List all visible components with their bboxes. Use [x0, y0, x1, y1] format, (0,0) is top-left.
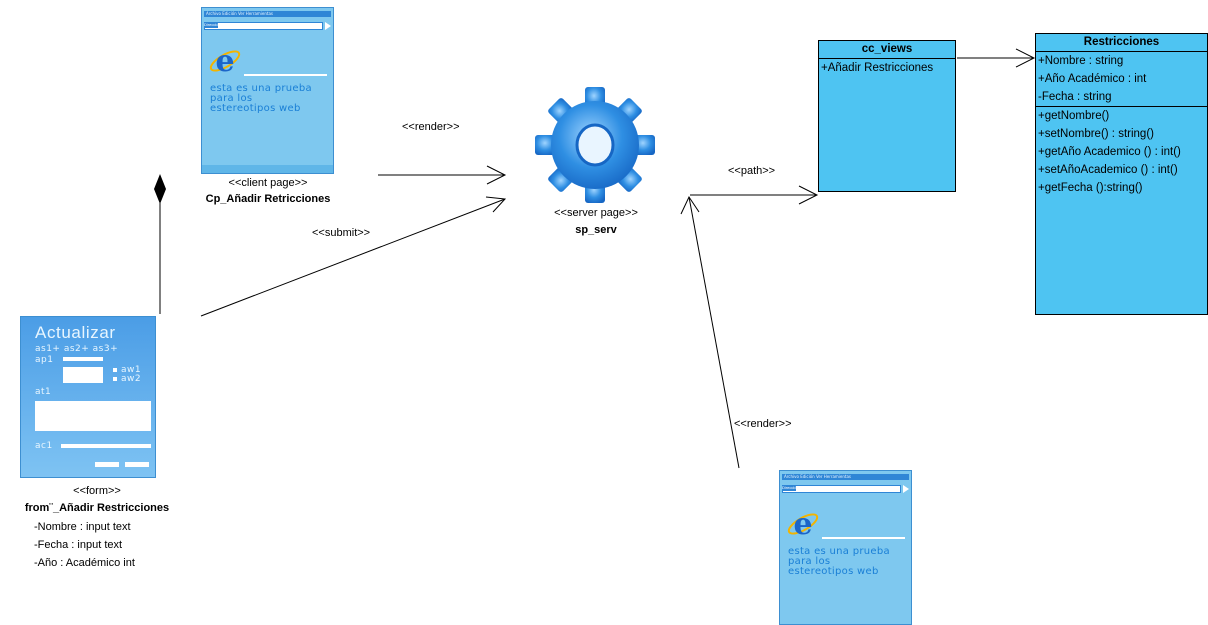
form-row-2: ap1: [35, 355, 54, 365]
browser-address-bar: [782, 485, 901, 493]
form-attribute-1: -Nombre : input text: [34, 521, 131, 533]
path-arrow-head: [798, 185, 819, 205]
client-page-icon[interactable]: Archivo Edición Ver Herramientas Direcci…: [201, 7, 334, 174]
browser-menubar-text: Archivo Edición Ver Herramientas: [206, 11, 274, 16]
operation-get-ano: +getAño Academico () : int(): [1038, 146, 1181, 158]
render-arrow-top-head: [486, 165, 507, 185]
svg-text:e: e: [215, 44, 234, 78]
submit-label: <<submit>>: [312, 227, 371, 239]
browser-address-label: Dirección: [782, 485, 799, 491]
browser-heading-line: [822, 537, 905, 539]
form-row-3: at1: [35, 387, 52, 397]
server-page-stereotype: <<server page>>: [554, 207, 638, 219]
form-title: Actualizar: [35, 323, 116, 342]
client-page-stereotype: <<client page>>: [228, 177, 308, 189]
submit-arrow-head: [485, 196, 507, 213]
form-input-line: [61, 444, 151, 448]
operation-set-ano: +setAñoAcademico () : int(): [1038, 164, 1178, 176]
sample-line-2: para los: [210, 93, 253, 104]
render-top-label: <<render>>: [402, 121, 460, 133]
form-textarea: [35, 401, 151, 431]
class-restricciones[interactable]: Restricciones +Nombre : string +Año Acad…: [1035, 33, 1208, 315]
form-attribute-2: -Fecha : input text: [34, 539, 123, 551]
second-page-icon[interactable]: Archivo Edición Ver Herramientas Direcci…: [779, 470, 912, 625]
browser-heading-line: [244, 74, 327, 76]
class-cc-views-operation: +Añadir Restricciones: [821, 62, 934, 74]
form-input-box: [63, 367, 103, 383]
server-page-name[interactable]: sp_serv: [575, 224, 617, 236]
form-icon[interactable]: Actualizar as1+ as2+ as3+ ap1 aw1 aw2 at…: [20, 316, 156, 478]
gear-icon[interactable]: [533, 86, 657, 204]
form-stereotype: <<form>>: [73, 485, 121, 497]
svg-text:e: e: [793, 507, 812, 541]
browser-menubar-text: Archivo Edición Ver Herramientas: [784, 474, 852, 479]
class-restricciones-name: Restricciones: [1036, 34, 1207, 52]
class-restricciones-operations: +getNombre() +setNombre() : string() +ge…: [1036, 106, 1207, 197]
form-name[interactable]: from¨_Añadir Restricciones: [24, 502, 170, 514]
sample-line-2: para los: [788, 556, 831, 567]
association-arrow-head: [1015, 48, 1036, 68]
radio-2-icon: [113, 377, 117, 381]
attribute-fecha: -Fecha : string: [1038, 91, 1112, 103]
browser-menubar: Archivo Edición Ver Herramientas: [204, 11, 331, 17]
browser-address-label: Dirección: [204, 22, 221, 28]
browser-address-bar: [204, 22, 323, 30]
render-arrow-bottom-head: [680, 195, 700, 215]
class-cc-views[interactable]: cc_views +Añadir Restricciones: [818, 40, 956, 192]
sample-line-3: estereotipos web: [788, 566, 879, 577]
browser-sample-text: esta es una prueba para los estereotipos…: [788, 547, 890, 577]
operation-get-nombre: +getNombre(): [1038, 110, 1110, 122]
form-button-2: [125, 462, 149, 467]
browser-go-icon: [903, 485, 909, 493]
form-row-1: as1+ as2+ as3+: [35, 344, 119, 354]
form-radio-2: aw2: [121, 374, 142, 384]
attribute-nombre: +Nombre : string: [1038, 55, 1124, 67]
browser-status-bar: [202, 165, 333, 173]
internet-explorer-icon: e: [209, 44, 241, 78]
operation-set-nombre: +setNombre() : string(): [1038, 128, 1154, 140]
sample-line-1: esta es una prueba: [210, 83, 312, 94]
attribute-ano-academico: +Año Académico : int: [1038, 73, 1147, 85]
radio-1-icon: [113, 368, 117, 372]
form-row-4: ac1: [35, 441, 53, 451]
operation-get-fecha: +getFecha ():string(): [1038, 182, 1143, 194]
render-arrow-bottom[interactable]: [688, 196, 740, 469]
class-restricciones-attributes: +Nombre : string +Año Académico : int -F…: [1036, 52, 1207, 106]
form-button-1: [95, 462, 119, 467]
form-radio-1: aw1: [121, 365, 142, 375]
render-bottom-label: <<render>>: [734, 418, 792, 430]
class-cc-views-name: cc_views: [819, 41, 955, 59]
browser-menubar: Archivo Edición Ver Herramientas: [782, 474, 909, 480]
submit-arrow[interactable]: [200, 198, 506, 317]
path-label: <<path>>: [728, 165, 776, 177]
composition-diamond: [154, 174, 166, 204]
form-input-small: [63, 357, 103, 361]
browser-go-icon: [325, 22, 331, 30]
sample-line-1: esta es una prueba: [788, 546, 890, 557]
browser-sample-text: esta es una prueba para los estereotipos…: [210, 84, 312, 114]
internet-explorer-icon: e: [787, 507, 819, 541]
sample-line-3: estereotipos web: [210, 103, 301, 114]
form-attribute-3: -Año : Académico int: [34, 557, 135, 569]
client-page-name[interactable]: Cp_Añadir Retricciones: [205, 193, 331, 205]
